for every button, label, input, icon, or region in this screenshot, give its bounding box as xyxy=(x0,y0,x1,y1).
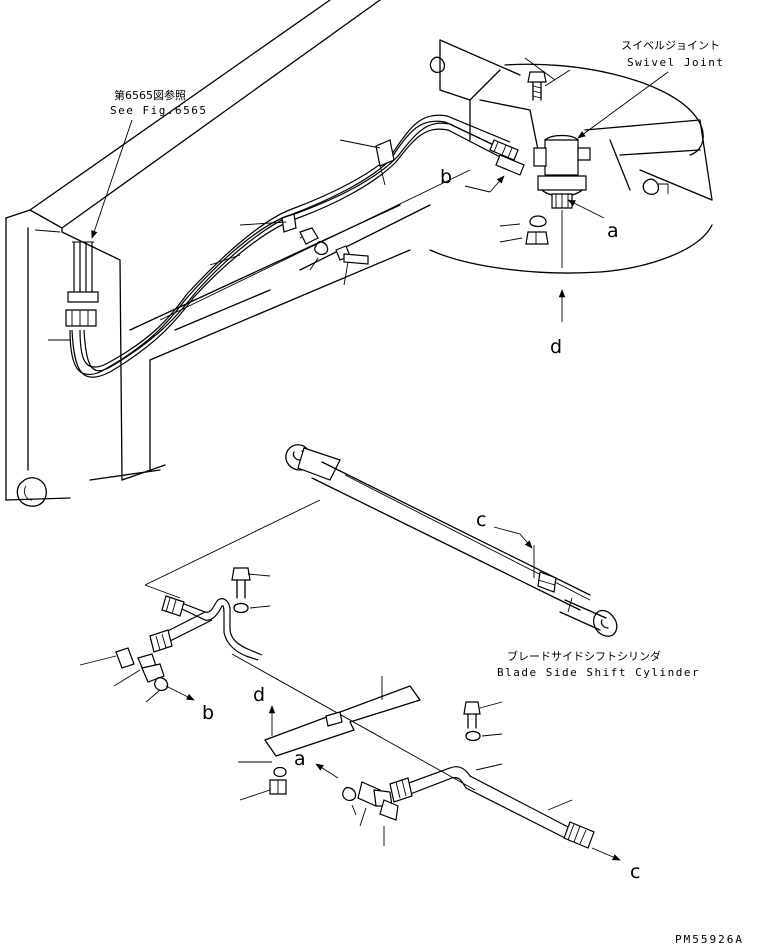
side-shift-cylinder xyxy=(285,444,618,637)
upper-hoses xyxy=(48,114,525,378)
connector-b-lower: b xyxy=(202,702,214,724)
connector-letters: a b d c b d a c xyxy=(202,166,640,883)
cylinder-label-en: Blade Side Shift Cylinder xyxy=(497,666,700,679)
connector-d-upper: d xyxy=(550,336,562,358)
reference-label-jp: 第6565図参照 xyxy=(114,88,186,102)
upper-clamp-hardware xyxy=(299,227,369,286)
connector-b-upper: b xyxy=(440,166,452,188)
cylinder-label-jp: ブレードサイドシフトシリンダ xyxy=(507,649,661,663)
connector-c-lower: c xyxy=(630,861,640,883)
frame-body xyxy=(5,0,713,507)
connector-d-lower: d xyxy=(253,684,265,706)
reference-label-en: See Fig.6565 xyxy=(110,104,207,117)
swivel-joint xyxy=(499,69,591,268)
callout-labels: スイベルジョイント Swivel Joint 第6565図参照 See Fig.… xyxy=(110,39,744,946)
swivel-joint-label-jp: スイベルジョイント xyxy=(621,39,720,52)
upper-arrows xyxy=(91,71,669,322)
part-number: PM55926A xyxy=(675,933,744,946)
connector-a-upper: a xyxy=(607,220,619,242)
connector-c-cylinder: c xyxy=(476,509,486,531)
connector-a-lower: a xyxy=(294,748,306,770)
swivel-joint-label-en: Swivel Joint xyxy=(627,56,724,69)
lower-piping xyxy=(79,499,621,861)
